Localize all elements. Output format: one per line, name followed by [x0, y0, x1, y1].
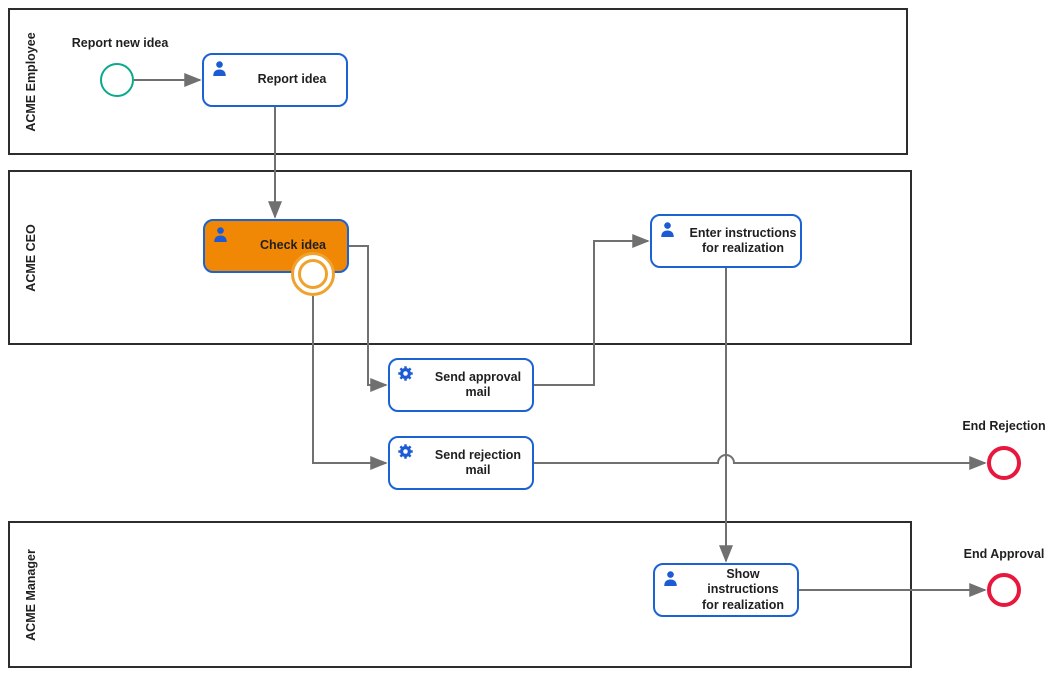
- task-label: Check idea: [259, 238, 326, 253]
- service-gear-icon: [397, 365, 414, 382]
- flow-send-approval-mail-to-enter-instructions[interactable]: [534, 234, 650, 386]
- boundary-event[interactable]: [291, 252, 335, 296]
- flow-send-rejection-mail-to-end-rejection[interactable]: [534, 454, 987, 470]
- user-icon: [211, 60, 228, 77]
- boundary-event-inner-ring: [298, 259, 328, 289]
- end-rejection-event[interactable]: [987, 446, 1021, 480]
- user-icon: [212, 226, 229, 243]
- end-approval-label: End Approval: [963, 547, 1045, 561]
- task-label: Show instructions for realization: [702, 567, 784, 612]
- task-enter-instructions[interactable]: Enter instructions for realization: [650, 214, 802, 268]
- end-approval-event[interactable]: [987, 573, 1021, 607]
- task-label: Report idea: [257, 72, 327, 87]
- task-send-approval-mail[interactable]: Send approval mail: [388, 358, 534, 412]
- end-rejection-label: End Rejection: [962, 419, 1046, 433]
- user-icon: [662, 570, 679, 587]
- flow-check-idea-to-send-approval-mail[interactable]: [349, 245, 388, 392]
- task-label: Send approval mail: [434, 369, 522, 399]
- task-show-instructions[interactable]: Show instructions for realization: [653, 563, 799, 617]
- user-icon: [659, 221, 676, 238]
- task-label: Send rejection mail: [434, 447, 522, 477]
- task-check-idea[interactable]: Check idea: [203, 219, 349, 273]
- start-event[interactable]: [100, 63, 134, 97]
- task-report-idea[interactable]: Report idea: [202, 53, 348, 107]
- service-gear-icon: [397, 443, 414, 460]
- task-send-rejection-mail[interactable]: Send rejection mail: [388, 436, 534, 490]
- lane-acme-employee[interactable]: ACME Employee: [8, 8, 908, 155]
- flow-boundary-event-to-send-rejection-mail[interactable]: [312, 296, 388, 470]
- task-label: Enter instructions for realization: [689, 225, 797, 255]
- start-event-label: Report new idea: [71, 36, 169, 50]
